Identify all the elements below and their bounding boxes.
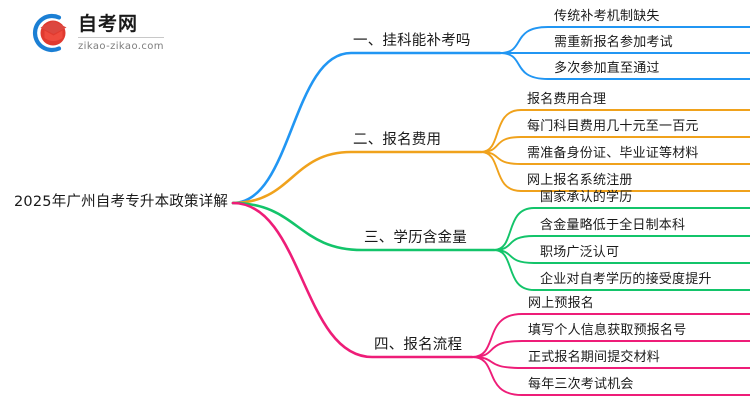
mindmap-root-node[interactable]: 2025年广州自考专升本政策详解 <box>14 194 229 210</box>
connector-path <box>493 235 750 251</box>
mindmap-branch-3[interactable]: 三、学历含金量 <box>364 230 467 246</box>
mindmap-branch-2[interactable]: 二、报名费用 <box>353 132 442 148</box>
mindmap-leaf-2-3[interactable]: 需准备身份证、毕业证等材料 <box>527 146 699 161</box>
connector-path <box>493 249 750 264</box>
mindmap-branch-1[interactable]: 一、挂科能补考吗 <box>353 33 471 49</box>
mindmap-leaf-3-4[interactable]: 企业对自考学历的接受度提升 <box>540 272 712 287</box>
mindmap-leaf-4-3[interactable]: 正式报名期间提交材料 <box>528 350 661 365</box>
mindmap-leaf-3-2[interactable]: 含金量略低于全日制本科 <box>540 218 686 233</box>
logo-wordmark: 自考网 zikao-zikao.com <box>78 14 164 52</box>
mindmap-leaf-4-4[interactable]: 每年三次考试机会 <box>528 377 634 392</box>
mindmap-leaf-3-1[interactable]: 国家承认的学历 <box>540 190 633 205</box>
mindmap-leaf-1-3[interactable]: 多次参加直至通过 <box>554 61 660 76</box>
mindmap-leaf-2-4[interactable]: 网上报名系统注册 <box>527 173 633 188</box>
mindmap-leaf-4-2[interactable]: 填写个人信息获取预报名号 <box>528 323 687 338</box>
mindmap-leaf-3-3[interactable]: 职场广泛认可 <box>540 245 620 260</box>
mindmap-leaf-4-1[interactable]: 网上预报名 <box>528 296 595 311</box>
mindmap-leaf-2-1[interactable]: 报名费用合理 <box>527 92 607 107</box>
site-logo: 自考网 zikao-zikao.com <box>26 10 164 56</box>
mindmap-leaf-1-2[interactable]: 需重新报名参加考试 <box>554 35 673 50</box>
connector-path <box>231 150 483 205</box>
mindmap-leaf-2-2[interactable]: 每门科目费用几十元至一百元 <box>527 119 699 134</box>
logo-domain: zikao-zikao.com <box>78 40 164 52</box>
mindmap-leaf-1-1[interactable]: 传统补考机制缺失 <box>554 9 660 24</box>
graduation-cap-icon <box>26 10 72 56</box>
logo-title: 自考网 <box>78 14 164 38</box>
mindmap-branch-4[interactable]: 四、报名流程 <box>374 337 463 353</box>
